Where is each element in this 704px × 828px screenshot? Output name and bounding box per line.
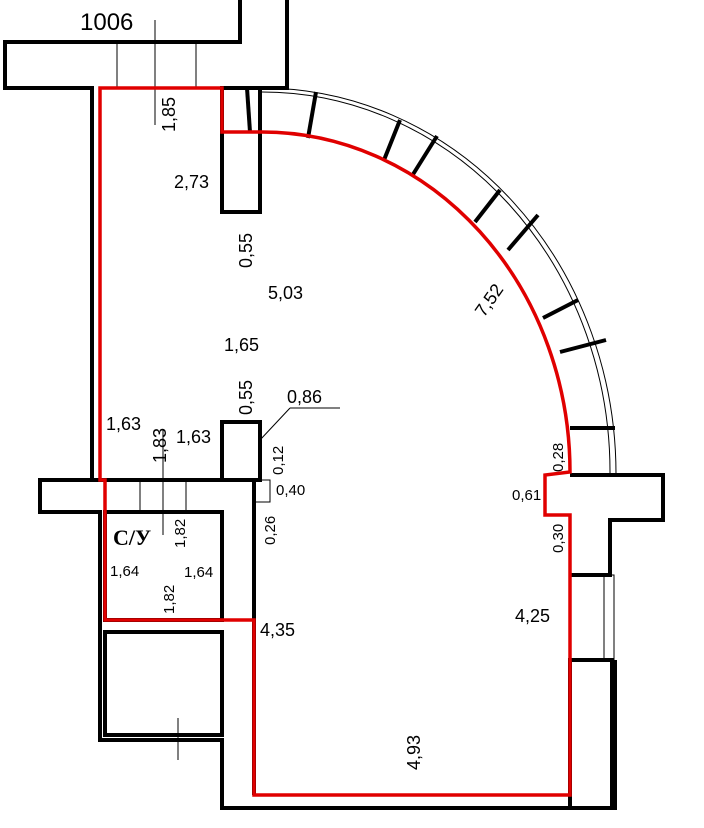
dim-bath-right: 1,64	[184, 564, 213, 581]
walls	[3, 0, 665, 810]
door-lines	[116, 20, 340, 760]
dim-right-upper: 0,28	[550, 443, 567, 472]
window-piers	[245, 87, 615, 430]
dim-inner-wall: 4,35	[260, 620, 295, 640]
dim-bath-width-top: 1,82	[172, 519, 189, 548]
dim-wall-thickness: 0,40	[276, 482, 305, 499]
dim-right-wall: 4,25	[515, 606, 550, 626]
dim-arc-length: 7,52	[471, 280, 507, 320]
dim-pillar-offset: 0,12	[270, 446, 287, 475]
apartment-outline	[98, 86, 572, 797]
dim-wall-offset: 0,26	[262, 516, 279, 545]
dim-main-left-height: 5,03	[268, 283, 303, 303]
unit-number: 1006	[80, 9, 133, 36]
dim-left-lower: 1,63	[106, 414, 141, 434]
room-label-bathroom: С/У	[113, 525, 151, 550]
dim-pillar-width: 0,86	[287, 387, 322, 407]
dim-top-width: 1,85	[159, 97, 179, 132]
dim-right-niche-lower: 0,30	[550, 524, 567, 553]
dim-bottom-width: 4,93	[404, 735, 424, 770]
dim-pillar-lower: 1,63	[176, 427, 211, 447]
dim-bath-width-bottom: 1,82	[161, 585, 178, 614]
dim-door-width: 1,83	[150, 428, 170, 463]
dim-pillar-mid: 1,65	[224, 335, 259, 355]
dim-pillar-top-height: 2,73	[174, 172, 209, 192]
dim-right-niche: 0,61	[512, 487, 541, 504]
dim-bath-left: 1,64	[110, 563, 139, 580]
dim-gap-bottom: 0,55	[236, 380, 256, 415]
dim-gap-top: 0,55	[236, 233, 256, 268]
